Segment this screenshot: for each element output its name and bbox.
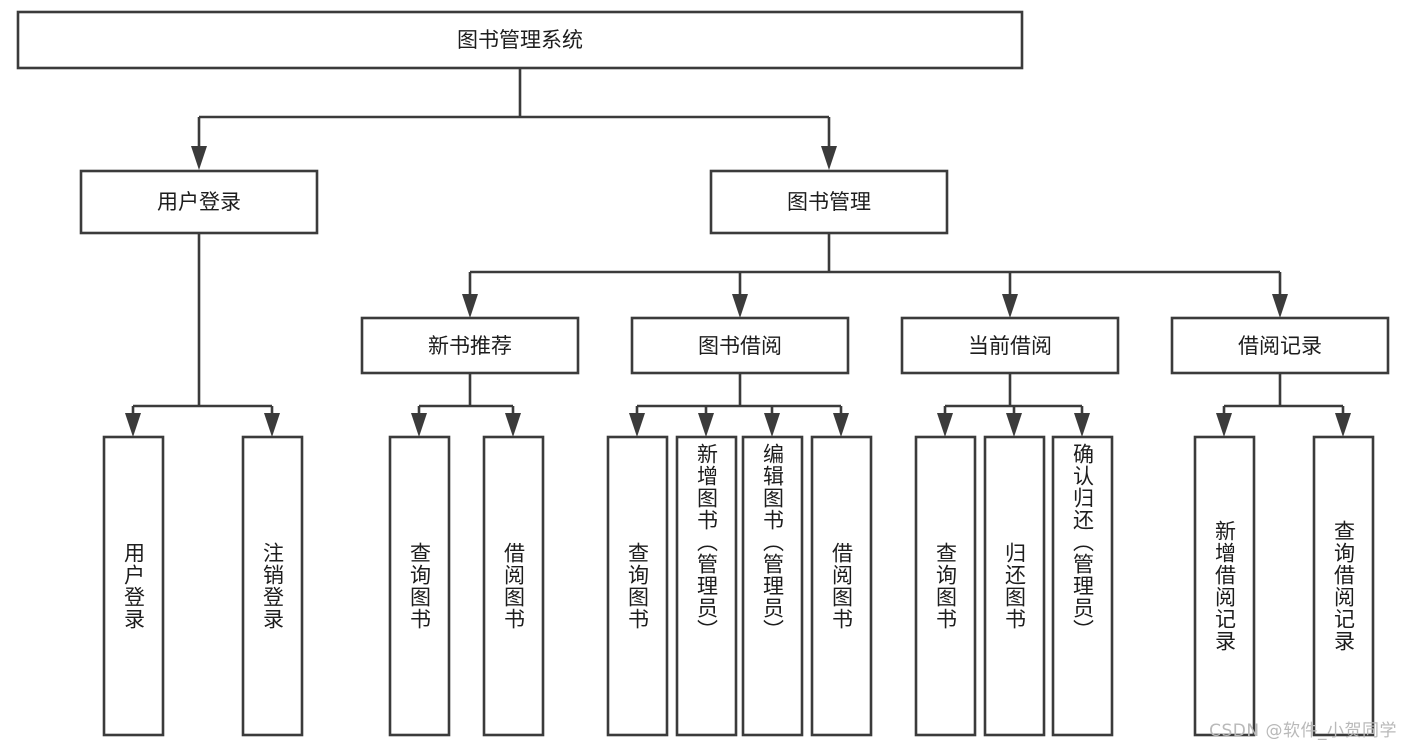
node-book-borrow[interactable]: 图书借阅 bbox=[630, 316, 850, 375]
csdn-watermark: CSDN @软件_小贺同学 bbox=[1209, 721, 1397, 741]
node-book-manage[interactable]: 图书管理 bbox=[709, 169, 949, 235]
arrow-head-leaf-query-book-new bbox=[411, 413, 427, 437]
arrow-head-leaf-query-borrow-record bbox=[1335, 413, 1351, 437]
arrow-head-leaf-confirm-return-admin bbox=[1074, 413, 1090, 437]
node-root[interactable]: 图书管理系统 bbox=[16, 10, 1024, 70]
node-leaf-borrow-book-new-rect[interactable] bbox=[482, 435, 545, 737]
arrow-head-leaf-return-book bbox=[1006, 413, 1022, 437]
connector-group-user-login bbox=[125, 233, 280, 437]
node-borrow-record-rect[interactable] bbox=[1170, 316, 1390, 375]
node-root-label: 图书管理系统 bbox=[457, 28, 583, 52]
node-new-book-recommend-label: 新书推荐 bbox=[428, 334, 512, 358]
node-leaf-add-borrow-record-rect[interactable] bbox=[1193, 435, 1256, 737]
node-borrow-record-label: 借阅记录 bbox=[1238, 334, 1322, 358]
arrow-head-borrow-record bbox=[1272, 294, 1288, 318]
node-current-borrow-rect[interactable] bbox=[900, 316, 1120, 375]
node-new-book-recommend-rect[interactable] bbox=[360, 316, 580, 375]
arrow-head-leaf-edit-book-admin bbox=[764, 413, 780, 437]
node-leaf-logout-rect[interactable] bbox=[241, 435, 304, 737]
arrow-head-book-manage bbox=[821, 146, 837, 170]
node-user-login-rect[interactable] bbox=[79, 169, 319, 235]
node-current-borrow-label: 当前借阅 bbox=[968, 334, 1052, 358]
arrow-head-book-borrow bbox=[732, 294, 748, 318]
arrow-head-leaf-query-book-borrow bbox=[629, 413, 645, 437]
node-book-borrow-rect[interactable] bbox=[630, 316, 850, 375]
node-leaf-return-book-rect[interactable] bbox=[983, 435, 1046, 737]
arrow-head-leaf-borrow-book-new bbox=[505, 413, 521, 437]
node-leaf-add-book-admin-rect[interactable] bbox=[675, 435, 738, 737]
arrow-head-leaf-query-book-current bbox=[937, 413, 953, 437]
connector-group-root bbox=[191, 68, 837, 170]
arrow-head-leaf-add-borrow-record bbox=[1216, 413, 1232, 437]
arrow-head-leaf-logout bbox=[264, 413, 280, 437]
leaf-boxes-group bbox=[102, 435, 1375, 737]
connector-group-new-book-recommend bbox=[411, 373, 521, 437]
node-user-login-label: 用户登录 bbox=[157, 190, 241, 214]
node-leaf-query-book-current-rect[interactable] bbox=[914, 435, 977, 737]
node-leaf-borrow-book-rect[interactable] bbox=[810, 435, 873, 737]
connector-group-book-manage bbox=[462, 233, 1288, 318]
arrow-head-leaf-user-login bbox=[125, 413, 141, 437]
arrow-head-leaf-borrow-book bbox=[833, 413, 849, 437]
node-leaf-confirm-return-admin-rect[interactable] bbox=[1051, 435, 1114, 737]
node-leaf-query-book-new-rect[interactable] bbox=[388, 435, 451, 737]
arrow-head-current-borrow bbox=[1002, 294, 1018, 318]
node-root-rect[interactable] bbox=[16, 10, 1024, 70]
node-new-book-recommend[interactable]: 新书推荐 bbox=[360, 316, 580, 375]
connector-group-current-borrow bbox=[937, 373, 1090, 437]
arrow-head-user-login bbox=[191, 146, 207, 170]
node-current-borrow[interactable]: 当前借阅 bbox=[900, 316, 1120, 375]
arrow-head-new-book-recommend bbox=[462, 294, 478, 318]
connector-group-book-borrow bbox=[629, 373, 849, 437]
node-book-manage-label: 图书管理 bbox=[787, 190, 871, 214]
node-leaf-edit-book-admin-rect[interactable] bbox=[741, 435, 804, 737]
arrow-head-leaf-add-book-admin bbox=[698, 413, 714, 437]
node-user-login[interactable]: 用户登录 bbox=[79, 169, 319, 235]
node-leaf-query-borrow-record-rect[interactable] bbox=[1312, 435, 1375, 737]
node-leaf-query-book-borrow-rect[interactable] bbox=[606, 435, 669, 737]
connector-group-borrow-record bbox=[1216, 373, 1351, 437]
node-borrow-record[interactable]: 借阅记录 bbox=[1170, 316, 1390, 375]
node-book-manage-rect[interactable] bbox=[709, 169, 949, 235]
node-leaf-user-login-rect[interactable] bbox=[102, 435, 165, 737]
node-book-borrow-label: 图书借阅 bbox=[698, 334, 782, 358]
